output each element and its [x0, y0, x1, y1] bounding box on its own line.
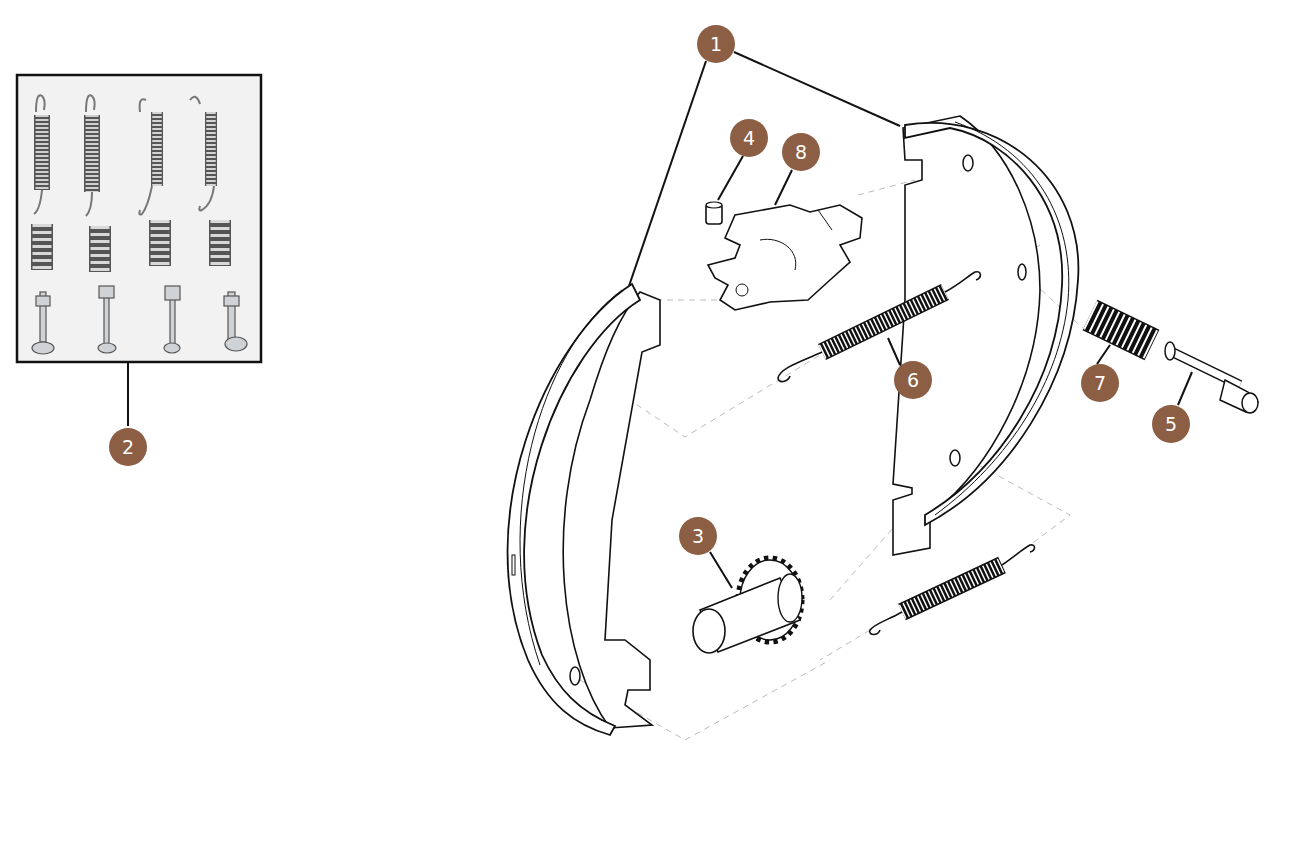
callout-number: 1 — [697, 25, 735, 63]
callout-number: 5 — [1152, 405, 1190, 443]
callout-number: 6 — [894, 361, 932, 399]
callout-number: 3 — [679, 517, 717, 555]
callout-number: 8 — [782, 133, 820, 171]
callout-number: 7 — [1081, 364, 1119, 402]
callout-number: 2 — [109, 428, 147, 466]
callout-number: 4 — [730, 119, 768, 157]
